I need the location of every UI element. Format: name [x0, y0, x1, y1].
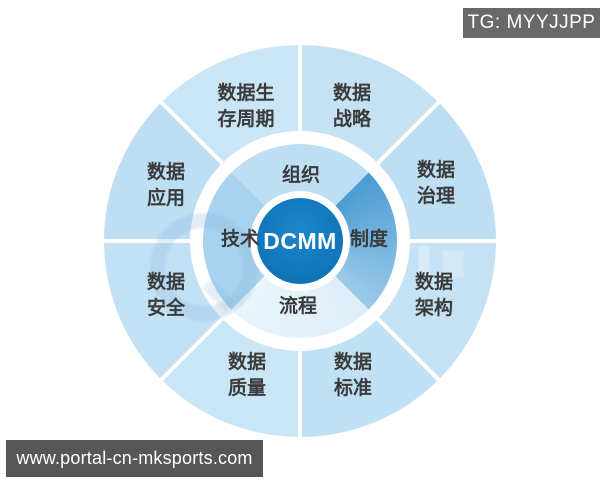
inner-label-institution: 制度	[349, 229, 389, 250]
center-circle: DCMM	[257, 198, 343, 284]
telegram-badge: TG: MYYJJPP	[463, 8, 600, 38]
inner-label-process: 流程	[278, 296, 318, 317]
segment-label-data-quality: 数据 质量	[227, 352, 267, 399]
inner-label-technology: 技术	[220, 229, 260, 250]
center-label: DCMM	[263, 227, 337, 254]
segment-label-data-standards: 数据 标准	[333, 352, 373, 399]
segment-label-data-strategy: 数据 战略	[332, 83, 372, 130]
segment-label-data-application: 数据 应用	[146, 162, 186, 209]
inner-label-organization: 组织	[281, 165, 321, 186]
website-url-bar: www.portal-cn-mksports.com	[6, 440, 263, 477]
segment-label-data-governance: 数据 治理	[416, 160, 456, 207]
segment-label-data-security: 数据 安全	[146, 272, 186, 319]
segment-label-data-architecture: 数据 架构	[414, 272, 454, 319]
segment-label-data-lifecycle: 数据生 存周期	[217, 83, 275, 130]
